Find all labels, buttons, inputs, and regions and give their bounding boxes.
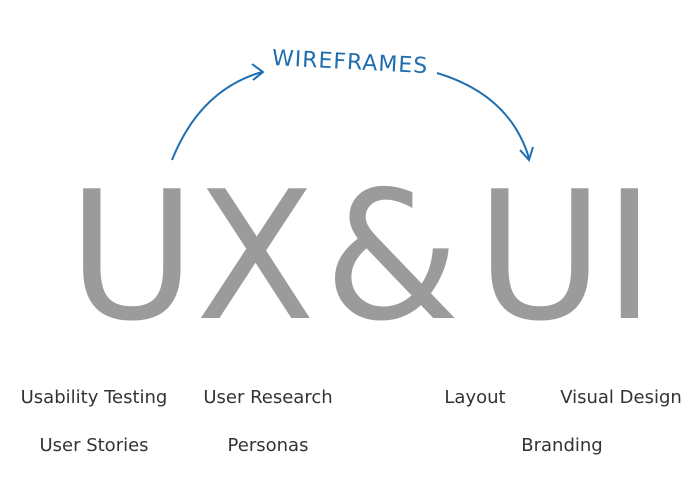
user-stories-label: User Stories [39, 435, 149, 456]
layout-label: Layout [444, 387, 506, 408]
usability-testing-label: Usability Testing [20, 387, 168, 408]
ampersand-heading: & [324, 153, 461, 360]
right-arc [436, 72, 530, 159]
visual-design-label: Visual Design [560, 387, 682, 408]
branding-label: Branding [521, 435, 603, 456]
left-arrowhead-icon [251, 63, 265, 81]
personas-label: Personas [227, 435, 309, 456]
left-arc [171, 71, 263, 161]
right-arrowhead-icon [519, 146, 534, 162]
user-research-label: User Research [203, 387, 333, 408]
ui-heading: UI [476, 153, 656, 360]
ux-heading: UX [68, 153, 316, 360]
